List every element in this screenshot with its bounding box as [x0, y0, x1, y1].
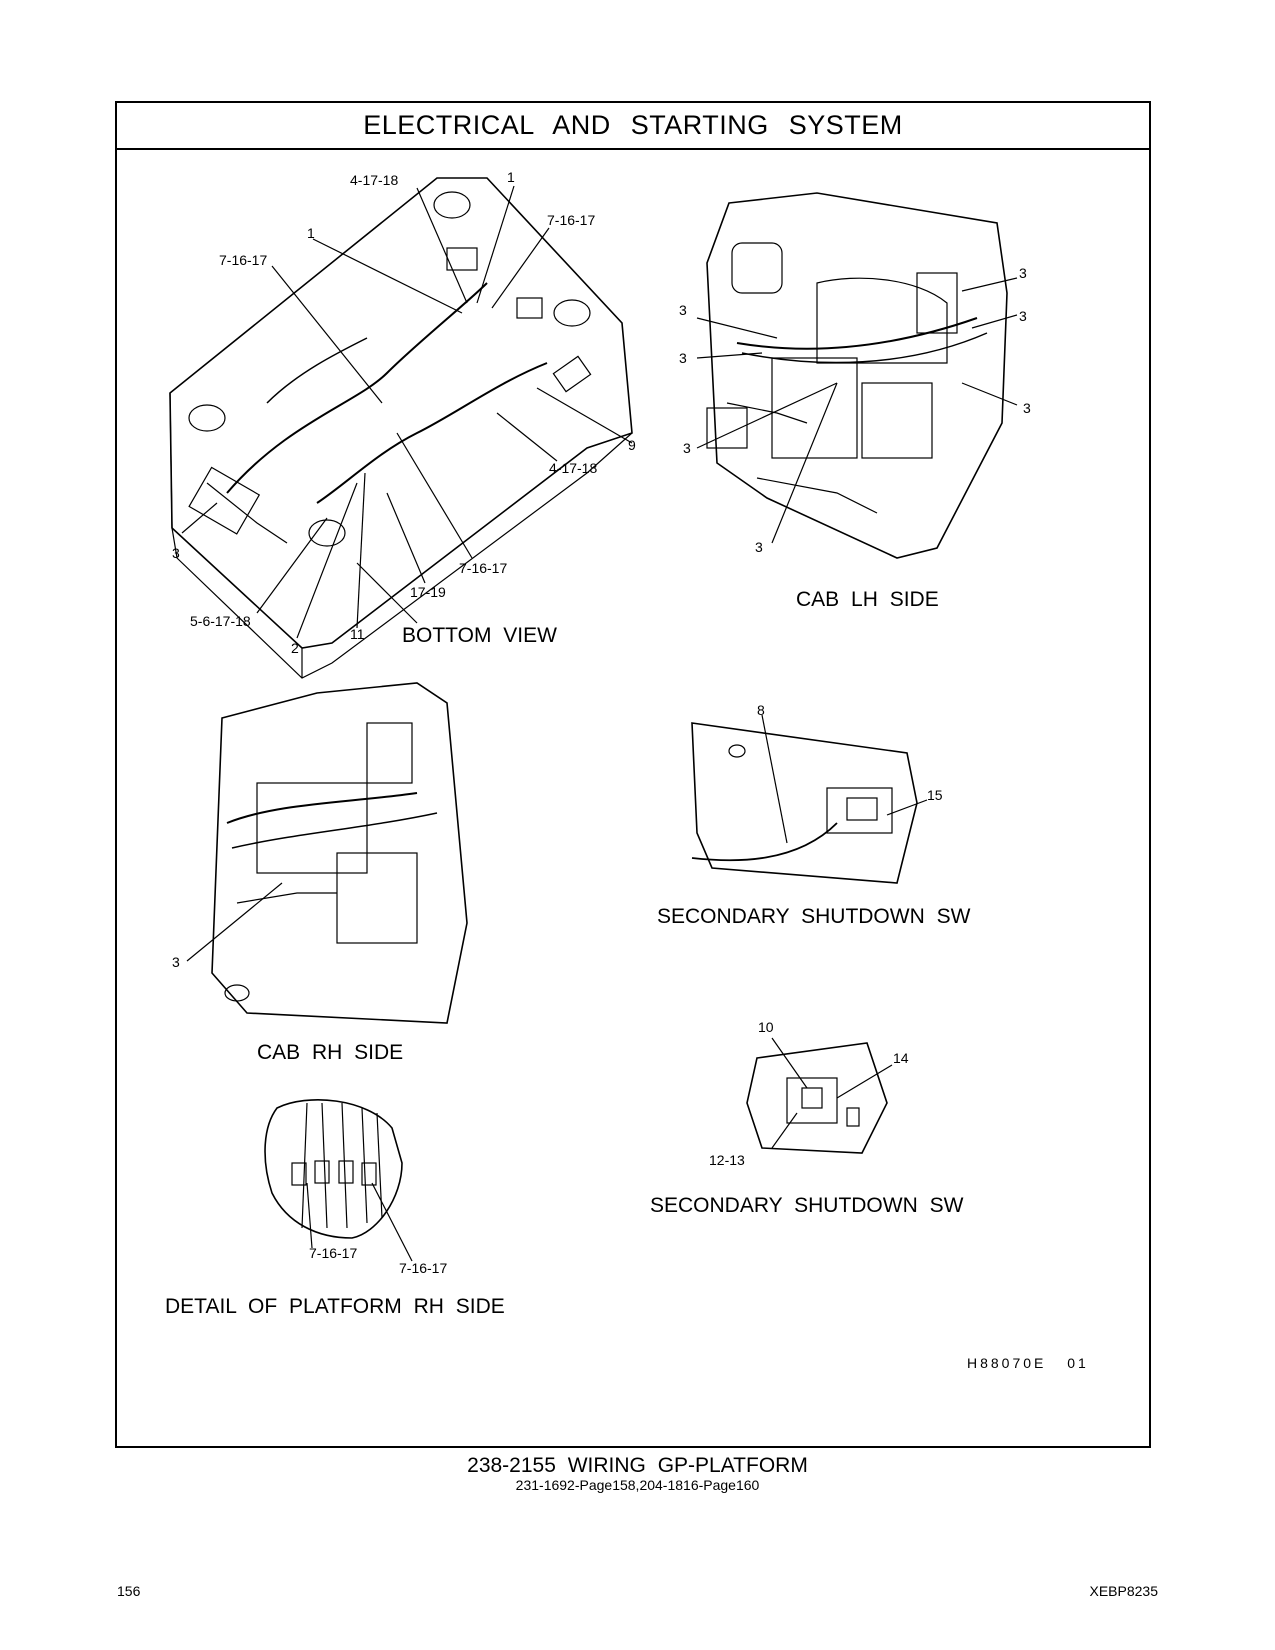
cab-lh-side-illustration: [696, 192, 1018, 559]
bottom-view-label: BOTTOM VIEW: [402, 624, 557, 647]
callout: 3: [683, 440, 691, 456]
callout: 3: [679, 350, 687, 366]
cab-lh-side-label: CAB LH SIDE: [796, 588, 939, 611]
callout: 3: [1023, 400, 1031, 416]
callout: 7-16-17: [399, 1260, 448, 1276]
bottom-view-illustration: [169, 177, 633, 679]
secondary-shutdown-label-2: SECONDARY SHUTDOWN SW: [650, 1194, 964, 1217]
caption-title: 238-2155 WIRING GP-PLATFORM: [467, 1454, 808, 1477]
callout: 5-6-17-18: [190, 613, 251, 629]
callout: 11: [350, 626, 365, 642]
platform-detail-illustration: [264, 1099, 413, 1262]
platform-detail-label: DETAIL OF PLATFORM RH SIDE: [165, 1295, 505, 1318]
secondary-shutdown-2-illustration: [746, 1037, 893, 1154]
callout: 1: [307, 225, 315, 241]
callout: 1: [507, 169, 515, 185]
callout: 8: [757, 702, 765, 718]
cab-rh-side-illustration: [186, 682, 468, 1024]
secondary-shutdown-1-illustration: [691, 714, 928, 884]
callout: 7-16-17: [547, 212, 596, 228]
callout: 7-16-17: [219, 252, 268, 268]
figure-id: H88070E 01: [967, 1355, 1089, 1371]
callout: 12-13: [709, 1152, 745, 1168]
document-id: XEBP8235: [1089, 1583, 1159, 1599]
callout: 9: [628, 437, 636, 453]
callout: 14: [893, 1050, 909, 1066]
callout: 3: [172, 545, 180, 561]
page-number: 156: [117, 1583, 141, 1599]
caption-subtitle: 231-1692-Page158,204-1816-Page160: [515, 1477, 760, 1493]
callout: 10: [758, 1019, 774, 1035]
drawing-frame: ELECTRICAL AND STARTING SYSTEM: [115, 101, 1151, 1448]
callout: 3: [172, 954, 180, 970]
cab-rh-side-label: CAB RH SIDE: [257, 1041, 404, 1064]
callout: 4-17-18: [350, 172, 399, 188]
callout: 7-16-17: [309, 1245, 358, 1261]
callout: 3: [679, 302, 687, 318]
secondary-shutdown-label-1: SECONDARY SHUTDOWN SW: [657, 905, 971, 928]
callout: 17-19: [410, 584, 446, 600]
callout: 3: [1019, 265, 1027, 281]
callout: 3: [755, 539, 763, 555]
callout: 2: [291, 640, 299, 656]
callout: 4-17-18: [549, 460, 598, 476]
callout: 3: [1019, 308, 1027, 324]
callout: 7-16-17: [459, 560, 508, 576]
page-title: ELECTRICAL AND STARTING SYSTEM: [117, 103, 1149, 150]
callout: 15: [927, 787, 943, 803]
illustration-layer: [169, 177, 1018, 1262]
